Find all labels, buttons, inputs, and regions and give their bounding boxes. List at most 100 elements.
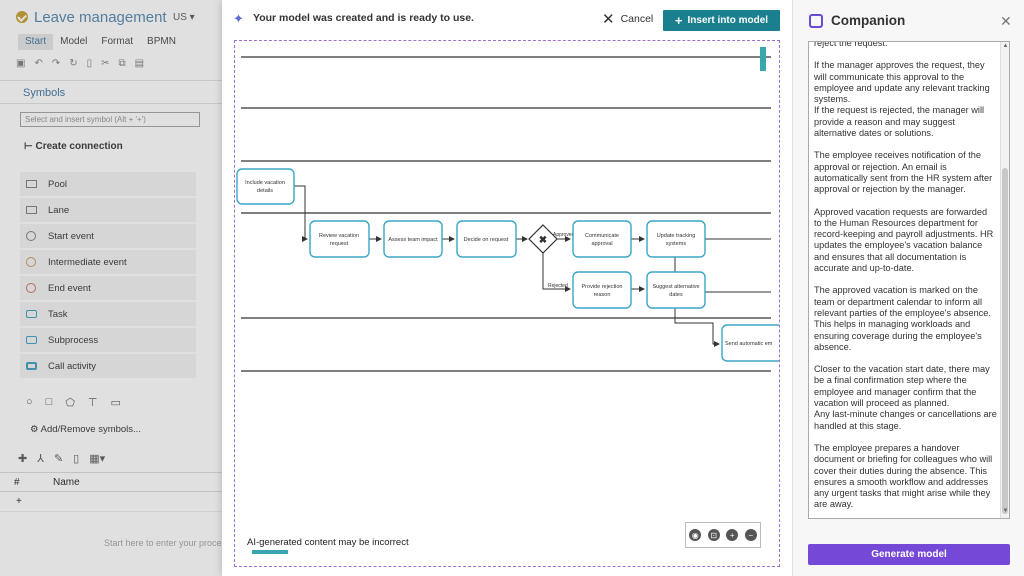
delete-icon[interactable]: ▯ xyxy=(86,58,93,69)
cancel-label: Cancel xyxy=(620,13,654,25)
symbol-pool[interactable]: Pool xyxy=(20,172,196,196)
scroll-down-icon[interactable]: ▼ xyxy=(1002,508,1009,514)
ribbon-menu: Start Model Format BPMN xyxy=(18,34,183,50)
pentagon-shape-icon[interactable]: ⬠ xyxy=(65,397,75,409)
scrollbar-thumb[interactable] xyxy=(1002,168,1008,514)
text-shape-icon[interactable]: ⊤ xyxy=(87,397,98,409)
ai-disclaimer-accent xyxy=(252,550,288,554)
companion-paragraph: reject the request. xyxy=(814,41,888,48)
image-shape-icon[interactable]: ▭ xyxy=(110,397,121,409)
menu-model[interactable]: Model xyxy=(60,36,88,47)
trash-icon[interactable]: ▯ xyxy=(73,453,80,465)
task-provide-rejection-reason[interactable]: Provide rejection reason xyxy=(572,271,632,309)
task-send-automatic-email[interactable]: Send automatic em xyxy=(721,324,779,362)
column-number: # xyxy=(14,477,20,488)
symbol-label: Call activity xyxy=(48,361,97,372)
generate-model-button[interactable]: Generate model xyxy=(808,544,1010,565)
zoom-fit-icon[interactable]: ⊡ xyxy=(707,529,720,541)
table-row[interactable]: + xyxy=(0,492,222,512)
plus-icon[interactable]: ✚ xyxy=(18,453,28,465)
task-communicate-approval[interactable]: Communicate approval xyxy=(572,220,632,258)
zoom-in-icon[interactable]: + xyxy=(726,529,739,541)
svg-text:Review vacation: Review vacation xyxy=(319,233,359,239)
plus-icon: + xyxy=(674,13,683,28)
copy-icon[interactable]: ⧉ xyxy=(118,58,126,69)
column-name: Name xyxy=(53,477,80,488)
symbol-call-activity[interactable]: Call activity xyxy=(20,354,196,378)
task-include-vacation-details[interactable]: Include vacation details xyxy=(236,168,295,205)
add-remove-symbols-link[interactable]: ⚙ Add/Remove symbols... xyxy=(30,424,141,435)
task-review-vacation-request[interactable]: Review vacation request xyxy=(309,220,370,258)
bpmn-diagram: Include vacation details Review vacation… xyxy=(236,47,779,372)
svg-text:Suggest alternative: Suggest alternative xyxy=(652,284,699,290)
start-hint: Start here to enter your proce xyxy=(104,538,222,548)
cancel-button[interactable]: ✕Cancel xyxy=(602,10,653,28)
undo-icon[interactable]: ↶ xyxy=(34,58,43,69)
language-select[interactable]: US ▾ xyxy=(173,12,195,23)
svg-text:reason: reason xyxy=(594,292,611,298)
start-event-icon xyxy=(26,231,36,241)
companion-text: reject the request. If the manager appro… xyxy=(814,41,997,518)
branch-icon[interactable]: ⅄ xyxy=(37,453,44,465)
svg-text:details: details xyxy=(257,188,273,194)
symbols-header-label: Symbols xyxy=(23,87,66,99)
zoom-out-icon[interactable]: − xyxy=(744,529,757,541)
symbol-list: Pool Lane Start event Intermediate event… xyxy=(20,172,196,380)
companion-text-box[interactable]: reject the request. If the manager appro… xyxy=(808,41,1010,519)
gateway-label-rejected: Rejected xyxy=(548,283,568,289)
task-decide-on-request[interactable]: Decide on request xyxy=(456,220,517,258)
symbol-label: Pool xyxy=(48,179,68,190)
menu-bpmn[interactable]: BPMN xyxy=(147,36,176,47)
close-icon[interactable]: ✕ xyxy=(1000,13,1012,29)
check-icon xyxy=(16,11,28,23)
symbol-search-input[interactable]: Select and insert symbol (Alt + '+') xyxy=(20,112,200,127)
companion-paragraph: The approved vacation is marked on the t… xyxy=(814,285,991,352)
modal-backdrop xyxy=(0,0,222,576)
menu-start[interactable]: Start xyxy=(18,34,54,50)
menu-format[interactable]: Format xyxy=(101,36,134,47)
create-connection-button[interactable]: ⊢ Create connection xyxy=(24,141,123,152)
scroll-up-icon[interactable]: ▲ xyxy=(1002,43,1009,49)
symbol-start-event[interactable]: Start event xyxy=(20,224,196,248)
task-update-tracking-systems[interactable]: Update tracking systems xyxy=(646,220,706,258)
save-icon[interactable]: ▣ xyxy=(16,58,26,69)
eye-icon[interactable]: ◉ xyxy=(689,529,702,541)
svg-text:systems: systems xyxy=(666,241,686,247)
symbol-lane[interactable]: Lane xyxy=(20,198,196,222)
cut-icon[interactable]: ✂ xyxy=(101,58,110,69)
symbol-end-event[interactable]: End event xyxy=(20,276,196,300)
redo-icon[interactable]: ↷ xyxy=(51,58,61,69)
symbol-intermediate-event[interactable]: Intermediate event xyxy=(20,250,196,274)
symbol-label: Subprocess xyxy=(48,335,99,346)
end-event-icon xyxy=(26,283,36,293)
symbol-subprocess[interactable]: Subprocess xyxy=(20,328,196,352)
sequence-flows xyxy=(294,185,771,347)
scrollbar[interactable]: ▲ ▼ xyxy=(1000,42,1009,518)
insert-label: Insert into model xyxy=(687,15,769,26)
model-preview-dialog: ✦ Your model was created and is ready to… xyxy=(222,0,792,576)
table-icon[interactable]: ▦▾ xyxy=(89,453,106,465)
task-suggest-alternative-dates[interactable]: Suggest alternative dates xyxy=(646,271,706,309)
create-connection-label: Create connection xyxy=(35,141,123,152)
svg-text:Include vacation: Include vacation xyxy=(245,180,285,186)
exclusive-gateway[interactable]: ✖ xyxy=(528,224,558,254)
svg-text:Assess team impact: Assess team impact xyxy=(388,237,438,243)
symbols-header[interactable]: Symbols xyxy=(0,80,222,104)
square-shape-icon[interactable]: □ xyxy=(45,396,53,408)
pencil-icon[interactable]: ✎ xyxy=(53,453,64,465)
svg-text:Communicate: Communicate xyxy=(585,233,619,239)
refresh-icon[interactable]: ↻ xyxy=(69,58,78,69)
insert-into-model-button[interactable]: + Insert into model xyxy=(663,10,780,31)
paste-icon[interactable]: ▤ xyxy=(134,58,145,69)
sparkle-icon: ✦ xyxy=(233,11,244,26)
shape-palette: ○ □ ⬠ ⊤ ▭ xyxy=(26,396,121,409)
svg-text:request: request xyxy=(330,241,349,247)
svg-text:✖: ✖ xyxy=(539,235,547,246)
circle-shape-icon[interactable]: ○ xyxy=(26,396,33,408)
diagram-canvas[interactable]: Include vacation details Review vacation… xyxy=(234,40,780,567)
add-row-icon[interactable]: + xyxy=(16,496,22,507)
symbol-label: End event xyxy=(48,283,91,294)
svg-text:Decide on request: Decide on request xyxy=(464,237,509,243)
task-assess-team-impact[interactable]: Assess team impact xyxy=(383,220,443,258)
symbol-task[interactable]: Task xyxy=(20,302,196,326)
